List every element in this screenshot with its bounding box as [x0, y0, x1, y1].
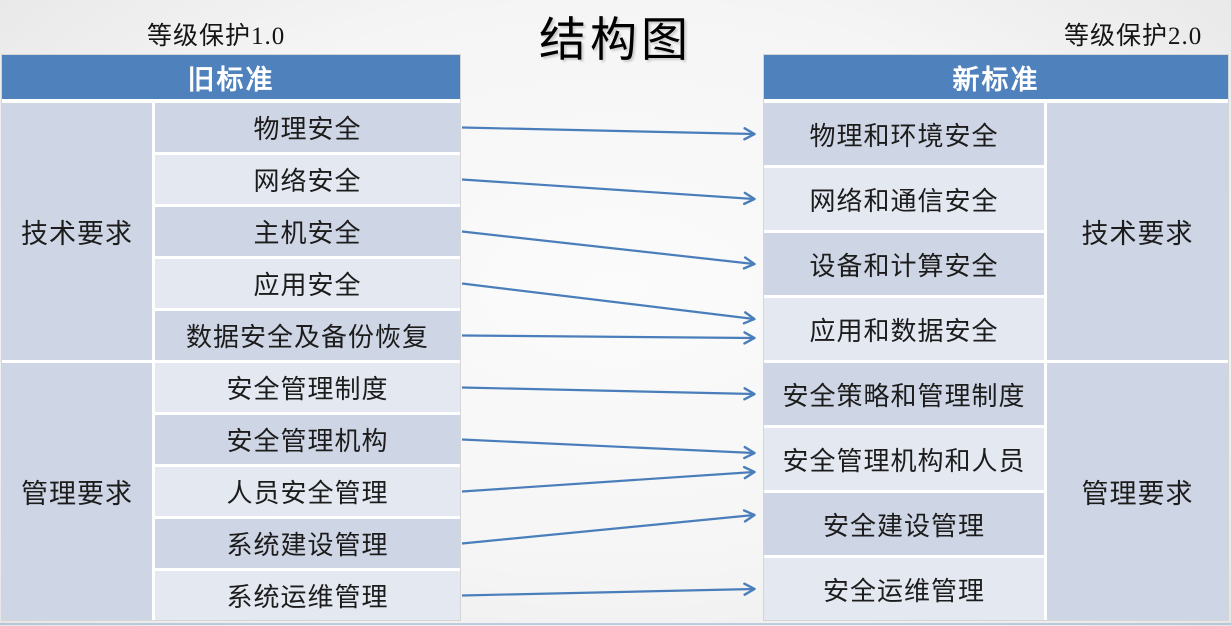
table-row: 安全策略和管理制度 — [764, 363, 1044, 425]
connector-arrow — [461, 438, 756, 460]
table-row: 物理和环境安全 — [764, 103, 1044, 165]
old-standard-table: 旧标准 技术要求 管理要求 物理安全网络安全主机安全应用安全数据安全及备份恢复安… — [1, 54, 461, 621]
category-cell-technical-old: 技术要求 — [2, 103, 152, 360]
table-row: 应用和数据安全 — [764, 298, 1044, 360]
table-row: 主机安全 — [155, 207, 460, 256]
table-row: 网络安全 — [155, 155, 460, 204]
table-row: 网络和通信安全 — [764, 168, 1044, 230]
connector-arrow — [461, 178, 756, 206]
table-row: 安全管理制度 — [155, 363, 460, 412]
connector-arrow — [461, 582, 756, 597]
caption-new-standard-version: 等级保护2.0 — [1064, 23, 1203, 50]
table-row: 设备和计算安全 — [764, 233, 1044, 295]
table-row: 安全建设管理 — [764, 493, 1044, 555]
table-row: 应用安全 — [155, 259, 460, 308]
connector-arrow — [461, 465, 756, 493]
table-row: 安全运维管理 — [764, 558, 1044, 620]
connector-arrow — [461, 386, 756, 401]
old-standard-table-body: 技术要求 管理要求 物理安全网络安全主机安全应用安全数据安全及备份恢复安全管理制… — [2, 103, 460, 620]
table-row: 物理安全 — [155, 103, 460, 152]
table-row: 安全管理机构和人员 — [764, 428, 1044, 490]
new-standard-category-column: 技术要求 管理要求 — [1047, 103, 1228, 620]
connector-arrow — [461, 331, 756, 345]
bottom-divider-line — [0, 623, 1231, 625]
caption-old-standard-version: 等级保护1.0 — [147, 23, 286, 50]
connector-arrow — [461, 509, 756, 545]
table-row: 系统运维管理 — [155, 571, 460, 620]
category-cell-technical-new: 技术要求 — [1047, 103, 1228, 360]
old-standard-table-header: 旧标准 — [2, 55, 460, 99]
page-title: 结构图 — [539, 15, 692, 67]
new-standard-table-body: 物理和环境安全网络和通信安全设备和计算安全应用和数据安全安全策略和管理制度安全管… — [764, 103, 1228, 620]
table-row: 系统建设管理 — [155, 519, 460, 568]
new-standard-item-column: 物理和环境安全网络和通信安全设备和计算安全应用和数据安全安全策略和管理制度安全管… — [764, 103, 1044, 620]
connector-arrow — [461, 126, 756, 141]
old-standard-category-column: 技术要求 管理要求 — [2, 103, 152, 620]
table-row: 人员安全管理 — [155, 467, 460, 516]
old-standard-item-column: 物理安全网络安全主机安全应用安全数据安全及备份恢复安全管理制度安全管理机构人员安… — [155, 103, 460, 620]
new-standard-table: 新标准 物理和环境安全网络和通信安全设备和计算安全应用和数据安全安全策略和管理制… — [763, 54, 1229, 621]
new-standard-table-header: 新标准 — [764, 55, 1228, 99]
connector-arrow — [461, 230, 756, 270]
table-row: 数据安全及备份恢复 — [155, 311, 460, 360]
category-cell-management-new: 管理要求 — [1047, 363, 1228, 620]
connector-arrow — [461, 282, 756, 325]
category-cell-management-old: 管理要求 — [2, 363, 152, 620]
table-row: 安全管理机构 — [155, 415, 460, 464]
